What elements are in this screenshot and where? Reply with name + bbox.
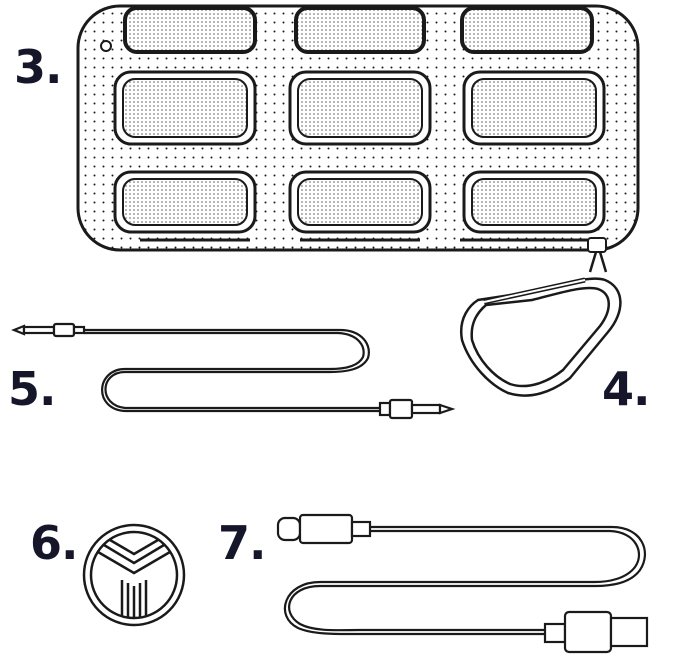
item-6-label: 6. <box>30 516 78 570</box>
item-4-label: 4. <box>602 362 650 416</box>
aux-cable-illustration <box>11 322 456 420</box>
speaker-grille-top-row <box>123 6 594 54</box>
speaker-led-icon <box>100 40 112 52</box>
carabiner-illustration <box>459 251 622 397</box>
logo-sticker-illustration <box>82 523 186 627</box>
item-3-label: 3. <box>14 40 62 94</box>
speaker-grille-bottom-row <box>113 170 606 234</box>
usb-c-cable-illustration <box>276 513 649 654</box>
speaker-illustration <box>76 4 640 253</box>
speaker-grille-middle-row <box>113 70 606 146</box>
item-5-label: 5. <box>8 362 56 416</box>
item-7-label: 7. <box>218 516 266 570</box>
